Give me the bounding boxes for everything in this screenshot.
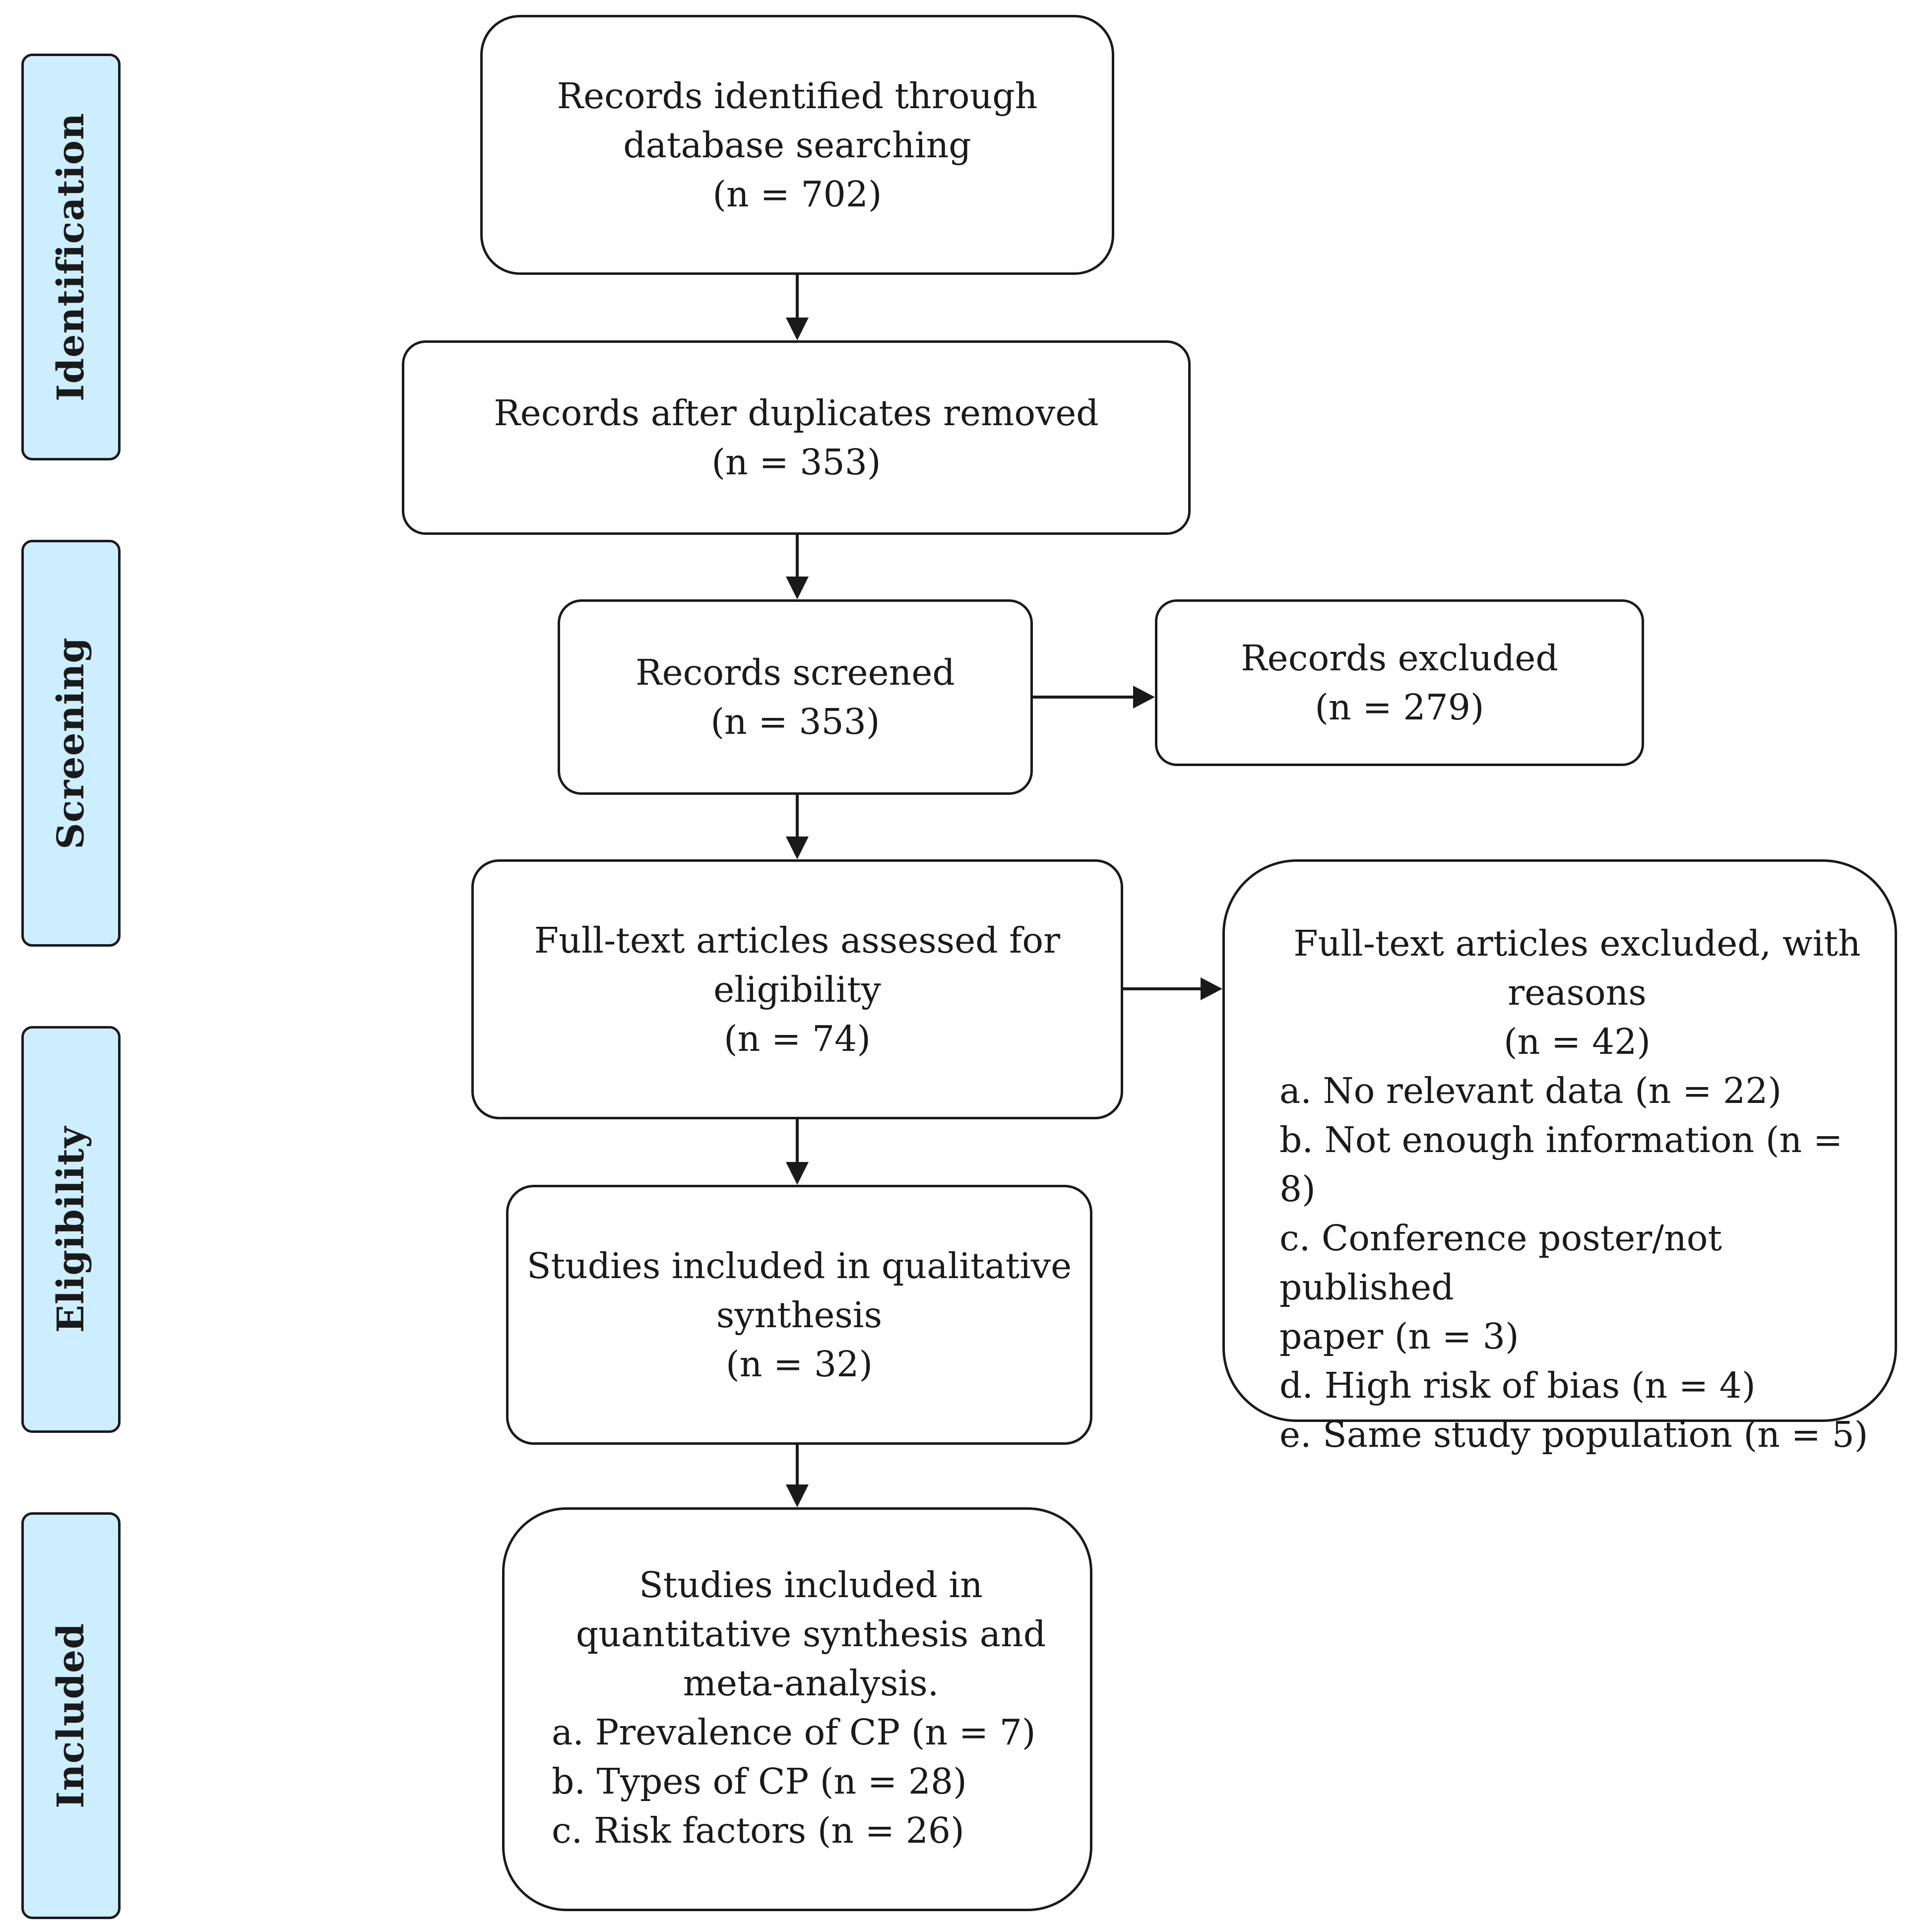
exclusion-reason: paper (n = 3) <box>1279 1316 1519 1357</box>
box-text-line: Full-text articles assessed for <box>534 919 1061 961</box>
phase-eligibility: Eligibility <box>21 1026 121 1433</box>
box-text-line: (n = 353) <box>710 701 880 742</box>
box-text-line: meta-analysis. <box>683 1663 939 1704</box>
box-text-line: (n = 279) <box>1315 687 1484 728</box>
arrowhead-down <box>786 837 809 859</box>
exclusion-reasons-list: a. No relevant data (n = 22) b. Not enou… <box>1279 1066 1875 1459</box>
box-text-line: (n = 353) <box>711 442 881 483</box>
records-deduplicated-box: Records after duplicates removed (n = 35… <box>402 340 1191 535</box>
arrowhead-down <box>786 577 809 599</box>
phase-included: Included <box>21 1512 121 1919</box>
phase-identification: Identification <box>21 54 121 460</box>
box-text-line: Records identified through <box>557 75 1038 117</box>
records-identified-box: Records identified through database sear… <box>480 15 1114 275</box>
meta-analysis-item: b. Types of CP (n = 28) <box>552 1761 967 1802</box>
arrowhead-right <box>1133 686 1155 708</box>
exclusion-reason: e. Same study population (n = 5) <box>1279 1414 1868 1455</box>
qualitative-synthesis-box: Studies included in qualitative synthesi… <box>506 1185 1092 1445</box>
box-text-line: (n = 32) <box>725 1343 873 1385</box>
box-text-line: Records excluded <box>1241 638 1558 679</box>
box-text-line: (n = 74) <box>723 1018 871 1059</box>
fulltext-excluded-box: Full-text articles excluded, with reason… <box>1222 859 1897 1455</box>
meta-analysis-item: a. Prevalence of CP (n = 7) <box>552 1712 1036 1753</box>
records-screened-box: Records screened (n = 353) <box>558 599 1033 795</box>
box-text-line: reasons <box>1508 972 1647 1013</box>
arrowhead-right <box>1201 977 1222 1000</box>
box-text-line: quantitative synthesis and <box>575 1613 1046 1655</box>
box-text-line: Studies included in qualitative <box>526 1245 1072 1287</box>
exclusion-reason: b. Not enough information (n = 8) <box>1279 1119 1843 1210</box>
box-text-line: Records after duplicates removed <box>494 392 1099 434</box>
box-text-line: Studies included in <box>639 1564 983 1606</box>
exclusion-reason: a. No relevant data (n = 22) <box>1279 1070 1782 1111</box>
phase-screening: Screening <box>21 540 121 947</box>
box-text-line: eligibility <box>713 968 881 1010</box>
meta-analysis-item: c. Risk factors (n = 26) <box>552 1810 964 1851</box>
box-text-line: database searching <box>623 124 971 166</box>
quantitative-synthesis-box: Studies included in quantitative synthes… <box>502 1507 1092 1911</box>
exclusion-reason: c. Conference poster/not published <box>1279 1218 1722 1308</box>
box-text-line: Full-text articles excluded, with <box>1293 923 1861 964</box>
fulltext-assessed-box: Full-text articles assessed for eligibil… <box>471 859 1123 1119</box>
meta-analysis-list: a. Prevalence of CP (n = 7) b. Types of … <box>552 1708 1036 1855</box>
records-excluded-box: Records excluded (n = 279) <box>1155 599 1644 766</box>
box-text-line: Records screened <box>636 652 955 693</box>
box-text-line: (n = 42) <box>1503 1021 1651 1062</box>
arrowhead-down <box>786 1484 809 1507</box>
arrowhead-down <box>786 318 809 340</box>
box-text-line: (n = 702) <box>712 173 882 215</box>
box-text-line: synthesis <box>716 1294 883 1336</box>
arrowhead-down <box>786 1162 809 1185</box>
exclusion-reason: d. High risk of bias (n = 4) <box>1279 1365 1756 1406</box>
